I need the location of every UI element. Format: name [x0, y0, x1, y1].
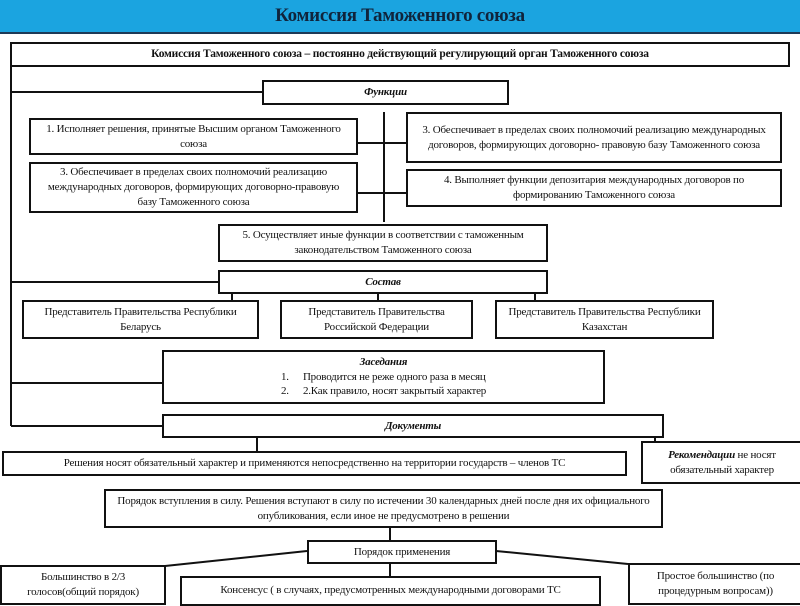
application-text: Простое большинство (по процедурным вопр…: [656, 570, 775, 597]
application-majority-2-3: Большинство в 2/3 голосов(общий порядок): [0, 565, 166, 605]
recommendations-bold: Рекомендации: [668, 448, 735, 461]
item-number: 2.: [280, 385, 289, 398]
entry-into-force-text: Порядок вступления в силу. Решения вступ…: [117, 494, 650, 522]
composition-heading: Состав: [218, 270, 548, 294]
application-consensus: Консенсус ( в случаях, предусмотренных м…: [180, 576, 601, 606]
recommendations-rest: не носят обязательный характер: [670, 448, 776, 476]
functions-heading-text: Функции: [364, 86, 407, 99]
definition-text: Комиссия Таможенного союза – постоянно д…: [151, 47, 649, 60]
documents-heading: Документы: [162, 414, 664, 438]
meetings-item: 1. Проводится не реже одного раза в месяц: [281, 370, 486, 385]
member-text: Представитель Правительства Республики К…: [508, 305, 701, 333]
function-text: 5. Осуществляет иные функции в соответст…: [242, 229, 524, 256]
function-item-5: 5. Осуществляет иные функции в соответст…: [218, 224, 548, 262]
function-item-3-right: 3. Обеспечивает в пределах своих полномо…: [406, 112, 782, 163]
decisions-box: Решения носят обязательный характер и пр…: [2, 451, 627, 476]
application-text: Консенсус ( в случаях, предусмотренных м…: [220, 584, 561, 596]
meetings-item: 2. 2.Как правило, носят закрытый характер: [281, 384, 486, 399]
member-text: Представитель Правительства Республики Б…: [44, 305, 237, 333]
function-text: 4. Выполняет функции депозитария междуна…: [443, 174, 745, 201]
meetings-list: 1. Проводится не реже одного раза в месяц…: [281, 370, 486, 400]
function-item-4: 4. Выполняет функции депозитария междуна…: [406, 169, 782, 207]
application-simple-majority: Простое большинство (по процедурным вопр…: [628, 563, 800, 605]
member-belarus: Представитель Правительства Республики Б…: [22, 300, 259, 339]
function-item-3-left: 3. Обеспечивает в пределах своих полномо…: [29, 162, 358, 213]
application-text: Большинство в 2/3 голосов(общий порядок): [27, 571, 139, 598]
recommendations-text: Рекомендации не носят обязательный харак…: [649, 448, 795, 478]
member-kazakhstan: Представитель Правительства Республики К…: [495, 300, 714, 339]
member-text: Представитель Правительства Российской Ф…: [308, 305, 445, 333]
documents-heading-text: Документы: [384, 419, 442, 432]
application-heading: Порядок применения: [307, 540, 497, 564]
functions-heading: Функции: [262, 80, 509, 105]
meetings-box: Заседания 1. Проводится не реже одного ра…: [162, 350, 605, 404]
function-text: 3. Обеспечивает в пределах своих полномо…: [47, 166, 340, 208]
recommendations-box: Рекомендации не носят обязательный харак…: [641, 441, 800, 484]
composition-heading-text: Состав: [365, 275, 401, 288]
function-text: 3. Обеспечивает в пределах своих полномо…: [422, 123, 766, 151]
member-russia: Представитель Правительства Российской Ф…: [280, 300, 473, 339]
meetings-heading: Заседания: [359, 355, 408, 368]
function-item-1: 1. Исполняет решения, принятые Высшим ор…: [29, 118, 358, 155]
decisions-text: Решения носят обязательный характер и пр…: [63, 457, 566, 470]
page-title: Комиссия Таможенного союза: [275, 5, 525, 26]
item-text: 2.Как правило, носят закрытый характер: [302, 385, 487, 398]
function-text: 1. Исполняет решения, принятые Высшим ор…: [46, 122, 341, 150]
entry-into-force-box: Порядок вступления в силу. Решения вступ…: [104, 489, 663, 528]
item-text: Проводится не реже одного раза в месяц: [302, 370, 486, 383]
application-heading-text: Порядок применения: [353, 545, 451, 558]
title-bar: Комиссия Таможенного союза: [0, 0, 800, 34]
item-number: 1.: [280, 370, 289, 383]
definition-box: Комиссия Таможенного союза – постоянно д…: [10, 42, 790, 67]
